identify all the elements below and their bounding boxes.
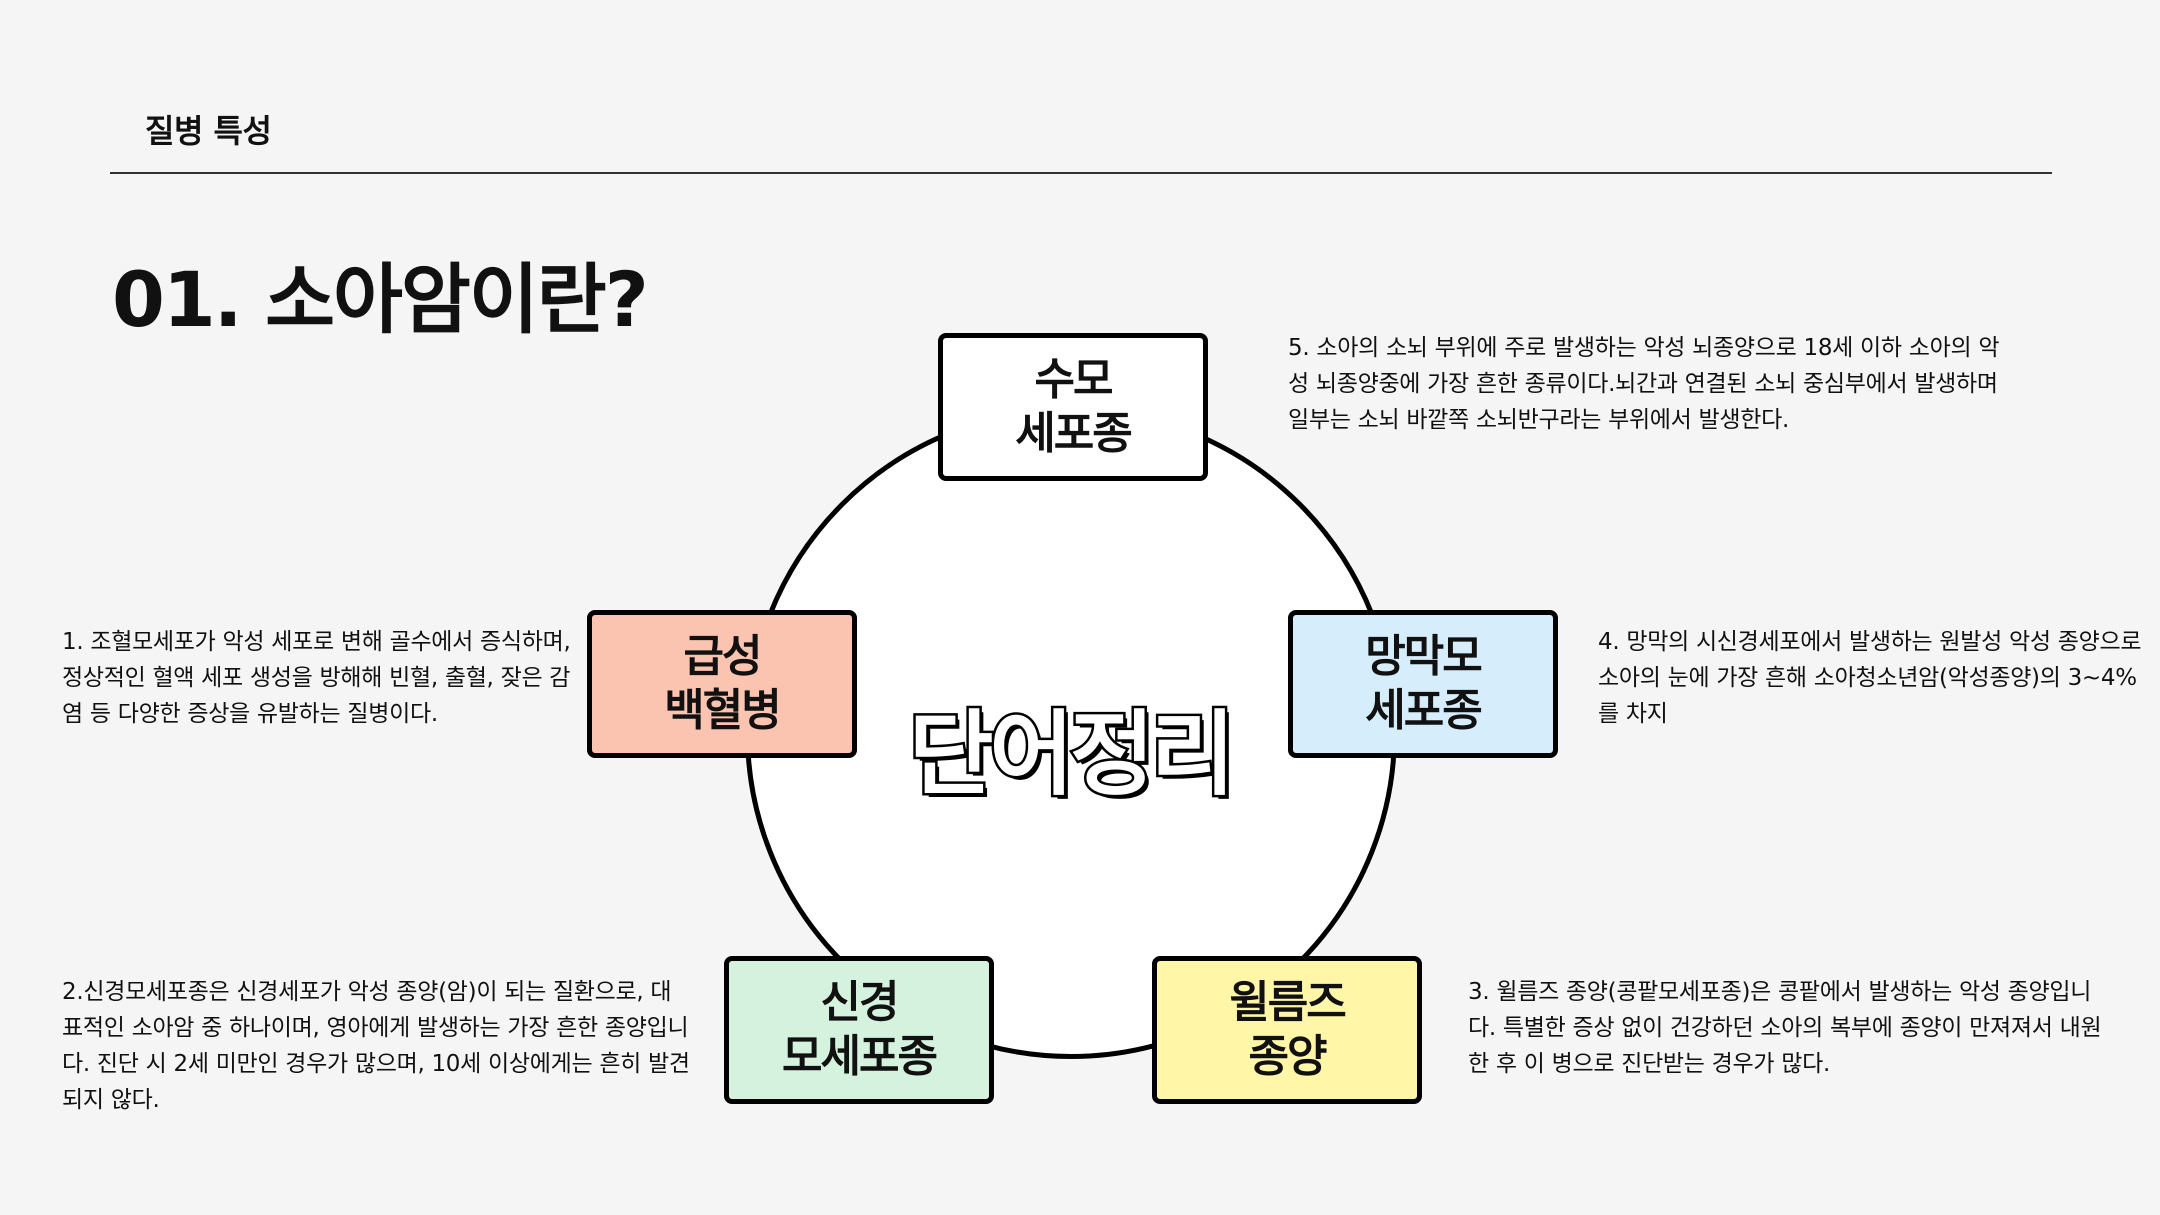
description-acute-leukemia: 1. 조혈모세포가 악성 세포로 변해 골수에서 증식하며, 정상적인 혈액 세… <box>62 629 571 727</box>
center-label-text: 단어정리 <box>906 699 1238 811</box>
description-wilms-tumor: 3. 윌름즈 종양(콩팥모세포종)은 콩팥에서 발생하는 악성 종양입니다. 특… <box>1468 979 2102 1077</box>
section-label: 질병 특성 <box>145 112 272 150</box>
center-label: 단어정리 <box>780 680 1360 813</box>
description-medulloblastoma: 5. 소아의 소뇌 부위에 주로 발생하는 악성 뇌종양으로 18세 이하 소아… <box>1288 335 2000 433</box>
description-neuroblastoma: 2.신경모세포종은 신경세포가 악성 종양(암)이 되는 질환으로, 대표적인 … <box>62 979 690 1113</box>
page-title: 01. 소아암이란? <box>112 255 649 344</box>
description-retinoblastoma: 4. 망막의 시신경세포에서 발생하는 원발성 악성 종양으로 소아의 눈에 가… <box>1598 629 2142 727</box>
term-box-neuroblastoma: 신경 모세포종 <box>724 956 994 1104</box>
term-box-wilms-tumor: 윌름즈 종양 <box>1152 956 1422 1104</box>
term-box-retinoblastoma: 망막모 세포종 <box>1288 610 1558 758</box>
term-box-medulloblastoma: 수모 세포종 <box>938 333 1208 481</box>
header-divider <box>110 172 2052 174</box>
term-box-acute-leukemia: 급성 백혈병 <box>587 610 857 758</box>
